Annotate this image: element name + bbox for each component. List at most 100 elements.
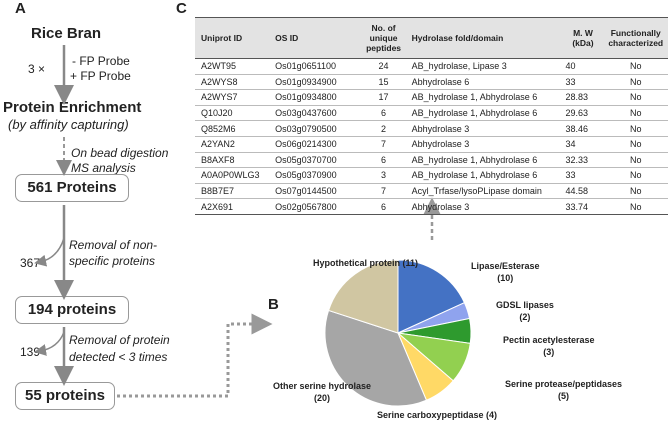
cell-uniprot: A0A0P0WLG3 bbox=[195, 167, 273, 184]
header-mw-l1: M. W bbox=[573, 28, 593, 38]
cell-uniprot: Q10J20 bbox=[195, 105, 273, 122]
label-gdsl: GDSL lipases (2) bbox=[496, 299, 554, 323]
cell-os: Os01g0934800 bbox=[272, 89, 359, 106]
pie-slice-other-serine-hydrolase bbox=[324, 309, 428, 407]
cell-functional: No bbox=[603, 136, 668, 153]
affinity-note: (by affinity capturing) bbox=[8, 117, 129, 132]
label-other-name: Other serine hydrolase bbox=[273, 381, 372, 391]
label-pectin: Pectin acetylesterase (3) bbox=[503, 334, 595, 358]
cell-mw: 29.63 bbox=[562, 105, 604, 122]
removal-nonspecific-line1: Removal of non- bbox=[69, 238, 158, 252]
box-561-proteins: 561 Proteins bbox=[15, 174, 129, 202]
arrow-removed-367 bbox=[34, 237, 65, 267]
header-peptides: No. of unique peptides bbox=[358, 17, 409, 59]
cell-peptides: 7 bbox=[358, 183, 409, 200]
label-lipase-count: (10) bbox=[497, 273, 514, 283]
cell-peptides: 6 bbox=[358, 198, 409, 215]
cell-peptides: 2 bbox=[358, 120, 409, 137]
cell-functional: No bbox=[603, 183, 668, 200]
cell-functional: No bbox=[603, 58, 668, 75]
label-hypothetical: Hypothetical protein (11) bbox=[313, 258, 419, 268]
label-other-serine: Other serine hydrolase (20) bbox=[273, 380, 371, 404]
cell-os: Os05g0370700 bbox=[272, 152, 359, 169]
label-lipase: Lipase/Esterase (10) bbox=[471, 260, 540, 284]
digestion-line1: On bead digestion bbox=[71, 146, 169, 160]
plus-probe-label: + FP Probe bbox=[70, 69, 131, 83]
replicate-count: 3 × bbox=[28, 62, 46, 76]
cell-uniprot: B8B7E7 bbox=[195, 183, 273, 200]
header-func-l1: Functionally bbox=[610, 28, 661, 38]
cell-fold: AB_hydrolase, Lipase 3 bbox=[408, 58, 563, 75]
cell-mw: 33.74 bbox=[562, 198, 604, 215]
cell-functional: No bbox=[603, 105, 668, 122]
cell-fold: Abhydrolase 3 bbox=[408, 120, 563, 137]
cell-fold: AB_hydrolase 1, Abhydrolase 6 bbox=[408, 105, 563, 122]
panel-label-b: B bbox=[268, 296, 279, 313]
header-mw: M. W (kDa) bbox=[562, 17, 604, 59]
cell-mw: 28.83 bbox=[562, 89, 604, 106]
cell-fold: Acyl_Trfase/lysoPLipase domain bbox=[408, 183, 563, 200]
digestion-line2: MS analysis bbox=[71, 161, 136, 175]
cell-peptides: 6 bbox=[358, 105, 409, 122]
header-peptides-l2: unique bbox=[369, 33, 398, 43]
protein-enrichment-title: Protein Enrichment bbox=[3, 99, 142, 116]
removal-lowcount-line1: Removal of protein bbox=[69, 333, 170, 347]
header-func-l2: characterized bbox=[608, 38, 664, 48]
cell-mw: 40 bbox=[562, 58, 604, 75]
panel-label-a: A bbox=[15, 0, 26, 17]
cell-mw: 33 bbox=[562, 74, 604, 91]
pie-slice-hypothetical-protein bbox=[327, 259, 399, 334]
cell-peptides: 7 bbox=[358, 136, 409, 153]
header-mw-l2: (kDa) bbox=[572, 38, 594, 48]
cell-os: Os06g0214300 bbox=[272, 136, 359, 153]
cell-os: Os07g0144500 bbox=[272, 183, 359, 200]
cell-functional: No bbox=[603, 152, 668, 169]
hydrolase-table: Uniprot ID OS ID No. of unique peptides … bbox=[195, 17, 668, 215]
cell-os: Os02g0567800 bbox=[272, 198, 359, 215]
cell-os: Os03g0790500 bbox=[272, 120, 359, 137]
label-carboxypeptidase: Serine carboxypeptidase (4) bbox=[377, 410, 498, 420]
header-peptides-l1: No. of bbox=[371, 23, 396, 33]
cell-functional: No bbox=[603, 120, 668, 137]
cell-functional: No bbox=[603, 167, 668, 184]
table-header-row: Uniprot ID OS ID No. of unique peptides … bbox=[195, 17, 668, 59]
header-os: OS ID bbox=[272, 17, 359, 59]
cell-uniprot: A2YAN2 bbox=[195, 136, 273, 153]
cell-uniprot: A2WT95 bbox=[195, 58, 273, 75]
cell-peptides: 15 bbox=[358, 74, 409, 91]
label-protease-name: Serine protease/peptidases bbox=[505, 379, 623, 389]
header-uniprot: Uniprot ID bbox=[195, 17, 273, 59]
label-other-count: (20) bbox=[314, 393, 331, 403]
cell-mw: 34 bbox=[562, 136, 604, 153]
removal-nonspecific-line2: specific proteins bbox=[69, 254, 156, 268]
label-pectin-count: (3) bbox=[543, 347, 555, 357]
removal-lowcount-line2: detected < 3 times bbox=[69, 350, 168, 364]
panel-label-c: C bbox=[176, 0, 187, 17]
cell-peptides: 6 bbox=[358, 152, 409, 169]
cell-fold: Abhydrolase 3 bbox=[408, 136, 563, 153]
cell-mw: 32.33 bbox=[562, 152, 604, 169]
box-194-proteins: 194 proteins bbox=[15, 296, 129, 324]
cell-mw: 33 bbox=[562, 167, 604, 184]
minus-probe-label: - FP Probe bbox=[72, 54, 130, 68]
label-protease-count: (5) bbox=[558, 391, 570, 401]
cell-fold: Abhydrolase 6 bbox=[408, 74, 563, 91]
cell-peptides: 17 bbox=[358, 89, 409, 106]
cell-fold: AB_hydrolase 1, Abhydrolase 6 bbox=[408, 167, 563, 184]
cell-uniprot: B8AXF8 bbox=[195, 152, 273, 169]
label-pectin-name: Pectin acetylesterase bbox=[503, 335, 595, 345]
cell-uniprot: A2WYS8 bbox=[195, 74, 273, 91]
cell-peptides: 3 bbox=[358, 167, 409, 184]
cell-mw: 44.58 bbox=[562, 183, 604, 200]
cell-os: Os03g0437600 bbox=[272, 105, 359, 122]
cell-uniprot: A2X691 bbox=[195, 198, 273, 215]
cell-fold: AB_hydrolase 1, Abhydrolase 6 bbox=[408, 89, 563, 106]
cell-uniprot: Q852M6 bbox=[195, 120, 273, 137]
cell-fold: AB_hydrolase 1, Abhydrolase 6 bbox=[408, 152, 563, 169]
